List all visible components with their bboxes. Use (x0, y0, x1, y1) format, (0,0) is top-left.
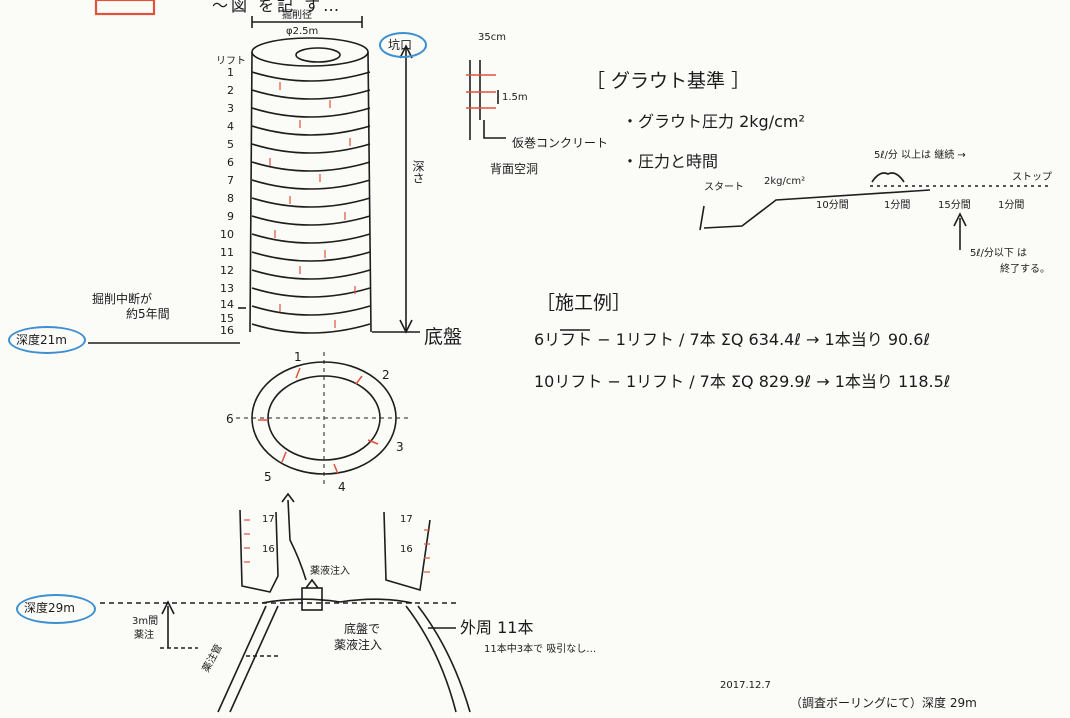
ring-number: 8 (227, 192, 234, 205)
ring-number: 9 (227, 210, 234, 223)
bottom-slab-label: 底盤 (424, 326, 463, 348)
depth-29-highlight (16, 594, 96, 624)
example-title: ［施工例］ (536, 292, 632, 314)
graph-arrow-note1: 5ℓ/分以下 は (970, 248, 1028, 259)
ring-number: 7 (227, 174, 234, 187)
diameter-label: 掘削径 (282, 10, 312, 21)
footer-date: 2017.12.7 (720, 680, 771, 691)
ring-number: 13 (220, 282, 234, 295)
section-point: 1 (294, 350, 302, 364)
graph-pressure-reach-label: 2kg/cm² (764, 176, 806, 187)
ring-column-header: リフト (216, 56, 246, 67)
section-point: 2 (382, 368, 390, 382)
shaft-rings (251, 71, 371, 334)
ring-number: 10 (220, 228, 234, 241)
diameter-sub-label: φ2.5m (286, 26, 319, 37)
ring-number: 16 (220, 324, 234, 337)
outer-pipes-label: 外周 11本 (460, 618, 534, 637)
ring-number: 5 (227, 138, 234, 151)
footer-note: （調査ボーリングにて）深度 29m (790, 696, 977, 710)
ring-number: 3 (227, 102, 234, 115)
graph-brace-note: 5ℓ/分 以上は 継続 → (874, 150, 966, 161)
graph-10min-label: 10分間 (816, 200, 849, 211)
section-point: 6 (226, 412, 234, 426)
graph-stop-label: ストップ (1012, 172, 1052, 183)
left-note-line1: 掘削中断が (92, 292, 153, 306)
section-point: 4 (338, 480, 346, 494)
example-row-1: 6リフト − 1リフト / 7本 ΣQ 634.4ℓ → 1本当り 90.6ℓ (534, 330, 931, 349)
detail-label-line1: 仮巻コンクリート (512, 136, 609, 150)
ring-number: 11 (220, 246, 234, 259)
header-top-text: 〜図 を記 す… (212, 0, 343, 15)
outer-pipes-sub: 11本中3本で 吸引なし… (484, 644, 597, 655)
depth-29-label: 深度29m (24, 601, 75, 615)
graph-start-label: スタート (704, 182, 744, 193)
grout-small-label: 薬液注入 (310, 566, 350, 577)
depth-21-label: 深度21m (16, 333, 67, 347)
lift-label: 16 (400, 544, 413, 555)
bottom-note-line2: 薬液注入 (334, 638, 383, 652)
lift-label: 17 (400, 514, 413, 525)
ring-number: 1 (227, 66, 234, 79)
grout-pressure-text: ・グラウト圧力 2kg/cm² (622, 112, 805, 131)
cross-section-ring (236, 352, 412, 484)
section-point: 3 (396, 440, 404, 454)
ring-number: 6 (227, 156, 234, 169)
section-point: 5 (264, 470, 272, 484)
lift-label: 17 (262, 514, 275, 525)
graph-arrow-note2: 終了する。 (1000, 264, 1050, 275)
graph-15min-label: 15分間 (938, 200, 971, 211)
bottom-note-line1: 底盤で (344, 622, 381, 636)
depth-range-line1: 3m間 (132, 616, 159, 627)
detail-label-line2: 背面空洞 (490, 162, 539, 176)
lift-label: 16 (262, 544, 275, 555)
graph-1min-b-label: 1分間 (998, 200, 1025, 211)
ring-number: 12 (220, 264, 234, 277)
graph-1min-label: 1分間 (884, 200, 911, 211)
ring-number: 2 (227, 84, 234, 97)
shaft-height-label: 深さ (411, 160, 425, 184)
depth-21-highlight (8, 326, 86, 354)
shaft-top-highlight (379, 32, 427, 58)
depth-range-line2: 薬注 (134, 630, 154, 641)
grout-standard-title: ［ グラウト基準 ］ (586, 70, 751, 92)
ring-number: 14 (220, 298, 234, 311)
left-note-line2: 約5年間 (126, 307, 170, 321)
detail-dim-top: 35cm (478, 32, 506, 43)
grout-time-text: ・圧力と時間 (622, 152, 719, 171)
detail-dim-side: 1.5m (502, 92, 528, 103)
shaft-top-label: 坑口 (388, 38, 413, 52)
ring-number: 4 (227, 120, 234, 133)
example-row-2: 10リフト − 1リフト / 7本 ΣQ 829.9ℓ → 1本当り 118.5… (534, 372, 951, 391)
ring-number: 15 (220, 312, 234, 325)
